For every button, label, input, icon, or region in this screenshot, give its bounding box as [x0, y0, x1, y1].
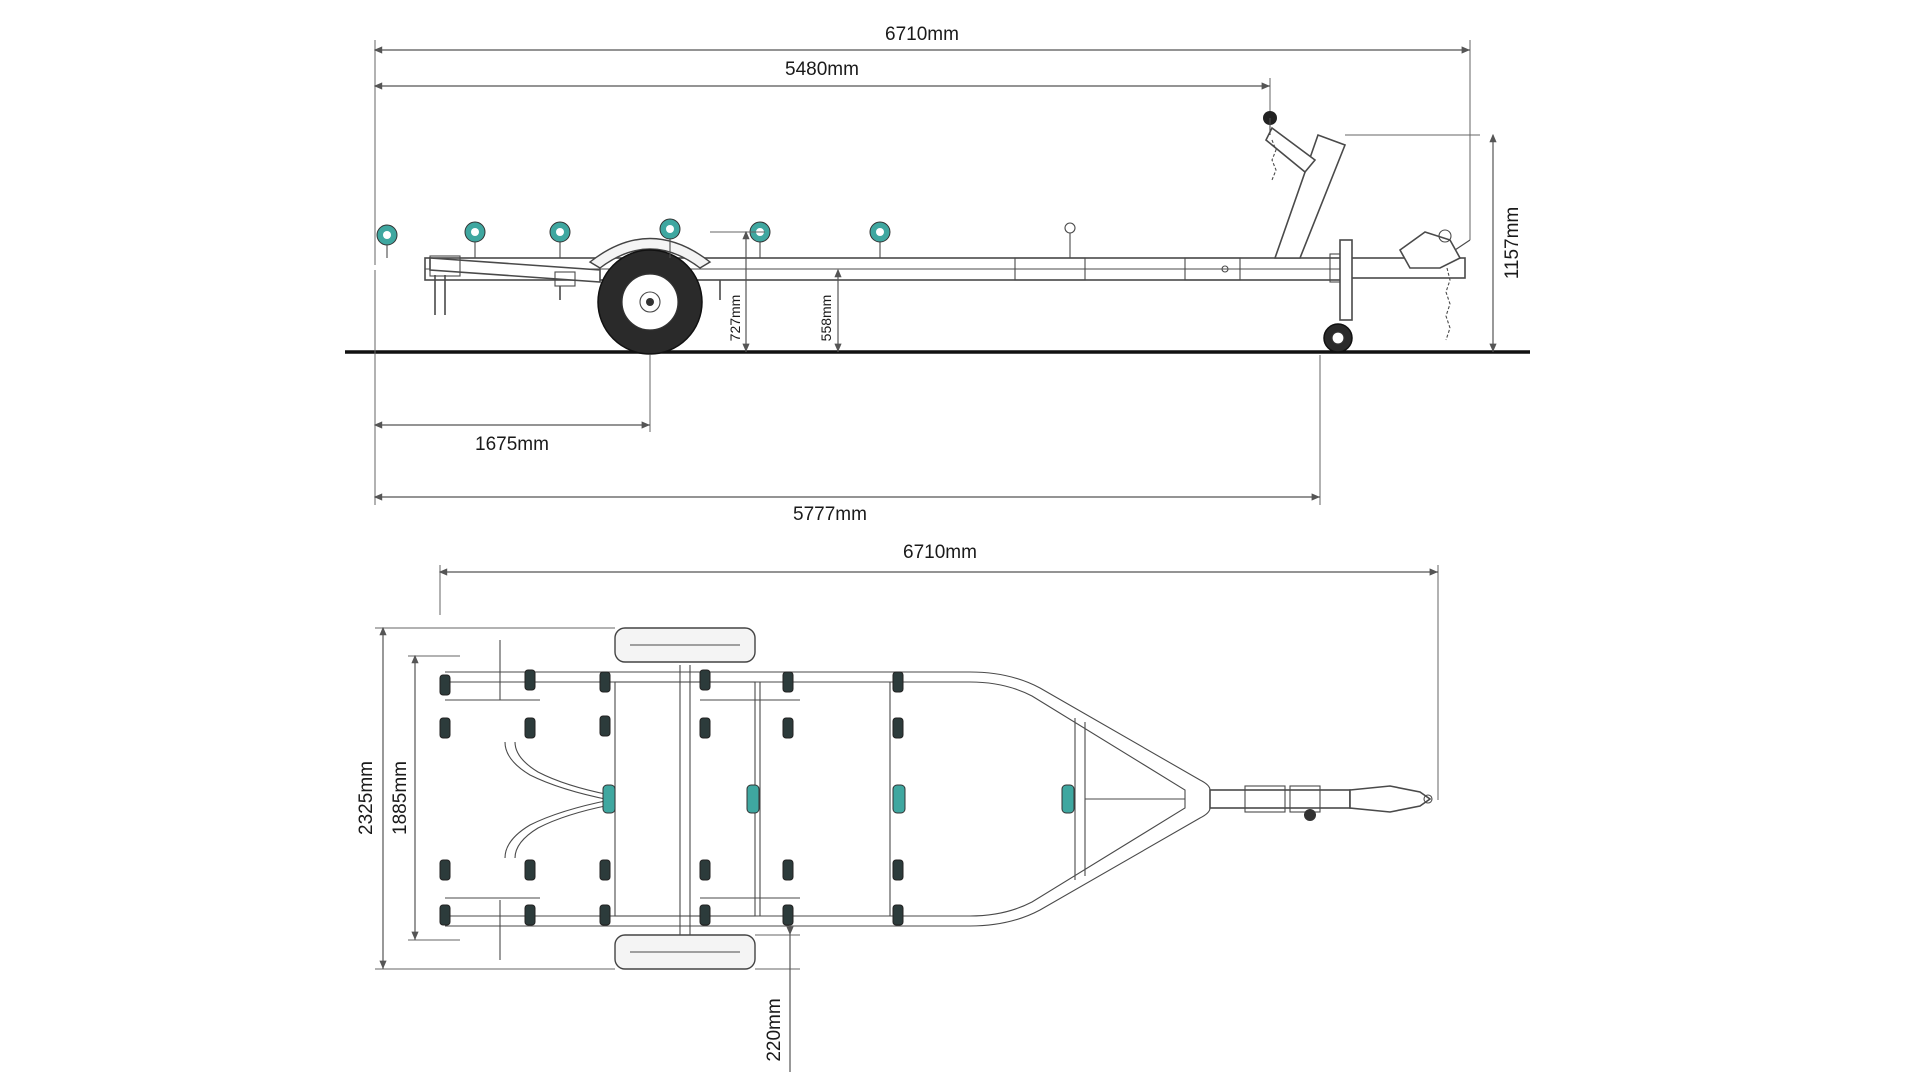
roller-top-r5	[782, 671, 794, 739]
roller-top-r6	[892, 671, 904, 739]
roller-top-r12	[892, 859, 904, 926]
roller-top-r4	[699, 669, 711, 739]
roller-side-6	[869, 221, 891, 258]
label-height-roller: 727mm	[727, 295, 743, 342]
bunk-rollers-top	[439, 669, 1075, 926]
label-overall-length-top: 6710mm	[903, 542, 977, 563]
roller-side-1	[376, 224, 398, 258]
label-overall-length-side: 6710mm	[885, 24, 959, 45]
roller-side-3	[549, 221, 571, 258]
trailer-frame-side	[424, 229, 1471, 341]
roller-top-r8	[524, 859, 536, 926]
roller-side-5	[749, 221, 771, 258]
label-height-winch: 1157mm	[1502, 207, 1523, 280]
dim-height-frame: 558mm	[818, 268, 842, 352]
label-height-frame: 558mm	[818, 295, 834, 342]
label-tire-width: 220mm	[764, 998, 785, 1061]
dim-jockey-position: 5777mm	[373, 270, 1321, 525]
roller-top-r10	[699, 859, 711, 926]
label-frame-length: 5480mm	[785, 59, 859, 80]
dim-height-winch: 1157mm	[1489, 133, 1523, 352]
wheel-top-upper	[614, 627, 756, 663]
label-axle-position: 1675mm	[475, 434, 549, 455]
roller-top-r3	[599, 671, 611, 737]
rear-bunk-side	[429, 255, 721, 315]
wheel-top-lower	[614, 934, 756, 970]
dim-height-roller: 727mm	[710, 230, 765, 352]
main-wheel-side	[588, 237, 712, 355]
roller-side-2	[464, 221, 486, 258]
roller-side-4	[659, 218, 681, 258]
dim-overall-length-top: 6710mm	[438, 542, 1439, 800]
roller-top-r1	[439, 674, 451, 739]
roller-top-r2	[524, 669, 536, 739]
dim-overall-width: 2325mm	[356, 626, 615, 970]
dim-axle-position: 1675mm	[373, 355, 651, 455]
keel-roller-top-4	[1061, 784, 1075, 814]
dim-overall-length-side: 6710mm	[373, 24, 1471, 265]
label-inner-width: 1885mm	[390, 761, 411, 835]
roller-top-r7	[439, 859, 451, 926]
keel-roller-top-2	[746, 784, 760, 814]
dim-inner-width: 1885mm	[390, 654, 460, 941]
winch-post	[1263, 111, 1480, 259]
roller-top-r9	[599, 859, 611, 926]
dim-tire-width: 220mm	[755, 925, 800, 1072]
roller-top-r11	[782, 859, 794, 926]
keel-roller-top-1	[602, 784, 616, 814]
keel-rollers-side	[376, 218, 1076, 258]
top-view: 6710mm	[356, 542, 1439, 1072]
dim-frame-length: 5480mm	[373, 59, 1271, 118]
jockey-wheel	[1323, 239, 1353, 353]
trailer-frame-top	[445, 640, 1211, 960]
keel-roller-top-3	[892, 784, 906, 814]
label-overall-width: 2325mm	[356, 761, 377, 835]
label-jockey-position: 5777mm	[793, 504, 867, 525]
drawbar-top	[1209, 785, 1433, 821]
roller-side-7	[1064, 222, 1076, 258]
side-view: 6710mm 5480mm	[345, 24, 1530, 525]
